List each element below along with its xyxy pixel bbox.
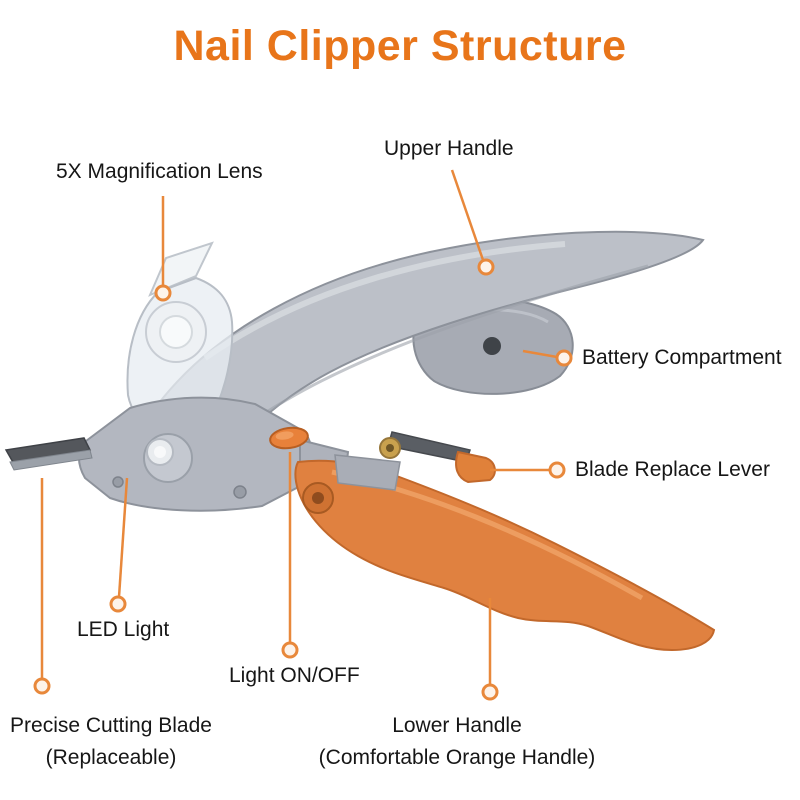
label-cutting-blade: Precise Cutting Blade (Replaceable) [0,710,222,774]
label-light-on-off: Light ON/OFF [229,664,360,687]
callout-lines [40,169,558,685]
label-magnification-lens: 5X Magnification Lens [56,160,263,183]
label-led-light: LED Light [77,618,170,641]
callout-line-upper-handle [450,169,485,261]
label-battery-compartment: Battery Compartment [582,346,782,369]
callout-dots [33,258,573,701]
cutting-blade-part [4,437,93,471]
callout-dot-led-light [109,595,127,613]
blade-replace-lever-part [334,431,496,491]
label-cutting-blade-line2: (Replaceable) [45,746,177,769]
callout-dot-lower-handle [481,683,499,701]
page-title: Nail Clipper Structure [173,22,627,70]
callout-dot-upper-handle [477,258,495,276]
callout-dot-battery-compartment [555,349,573,367]
callout-dot-cutting-blade [33,677,51,695]
lower-handle-part [294,459,716,652]
callout-line-battery-compartment [522,349,558,359]
callout-dot-light-on-off [281,641,299,659]
label-lower-handle: Lower Handle (Comfortable Orange Handle) [318,710,596,774]
label-lower-handle-line2: (Comfortable Orange Handle) [318,746,596,769]
callout-dot-magnification-lens [154,284,172,302]
label-lower-handle-line1: Lower Handle [392,714,522,737]
callout-line-led-light [117,477,129,598]
light-on-off-button-part [269,426,309,450]
label-upper-handle: Upper Handle [384,137,514,160]
label-cutting-blade-line1: Precise Cutting Blade [10,714,212,737]
callout-dot-blade-replace-lever [548,461,566,479]
magnification-lens-part [126,241,234,438]
label-blade-replace-lever: Blade Replace Lever [575,458,770,481]
